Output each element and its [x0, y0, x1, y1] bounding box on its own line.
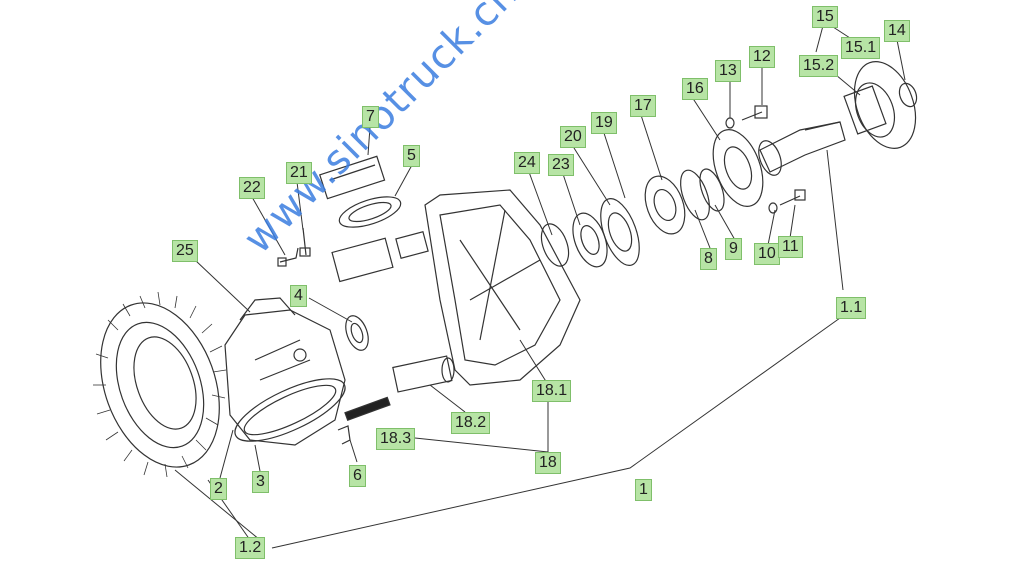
- bearing-8-9: [680, 168, 725, 221]
- callout-4: 4: [290, 285, 307, 307]
- callout-21: 21: [286, 162, 312, 184]
- ring-gear: [93, 291, 227, 478]
- callout-8: 8: [700, 248, 717, 270]
- callout-18: 18: [535, 452, 561, 474]
- bolt-21: [299, 227, 311, 257]
- callout-1: 1: [635, 479, 652, 501]
- callout-20: 20: [560, 126, 586, 148]
- callout-1-2: 1.2: [235, 537, 266, 559]
- gear-7: [319, 155, 386, 200]
- drive-pinion: [758, 121, 846, 176]
- bolt-18-3: [344, 396, 391, 422]
- leader-lines: [174, 21, 906, 549]
- callout-15-1: 15.1: [841, 37, 881, 59]
- callout-25: 25: [172, 240, 198, 262]
- callout-18-3: 18.3: [376, 428, 416, 450]
- callout-18-2: 18.2: [451, 412, 491, 434]
- callout-19: 19: [591, 112, 617, 134]
- callout-22: 22: [239, 177, 265, 199]
- callout-11: 11: [778, 236, 803, 258]
- callout-6: 6: [349, 465, 366, 487]
- carrier-housing: [424, 189, 581, 386]
- nut-14: [898, 82, 918, 108]
- callout-12: 12: [749, 46, 775, 68]
- callout-3: 3: [252, 471, 269, 493]
- callout-15: 15: [812, 6, 838, 28]
- callout-14: 14: [884, 20, 910, 42]
- callout-5: 5: [403, 145, 420, 167]
- differential-case: [224, 297, 346, 446]
- callout-24: 24: [514, 152, 540, 174]
- flange-16: [712, 129, 764, 207]
- callout-7: 7: [362, 106, 379, 128]
- callout-1-1: 1.1: [836, 297, 867, 319]
- callout-15-2: 15.2: [799, 55, 839, 77]
- washer-5: [338, 196, 402, 228]
- bolt-11: [779, 189, 806, 206]
- callout-23: 23: [548, 154, 574, 176]
- bearing-stack: [540, 175, 686, 268]
- bearing-4: [345, 315, 369, 351]
- washer-13: [725, 117, 735, 129]
- callout-18-1: 18.1: [532, 380, 572, 402]
- pin-22: [277, 247, 299, 267]
- callout-17: 17: [630, 95, 656, 117]
- lock-6: [337, 425, 351, 445]
- callout-2: 2: [210, 478, 227, 500]
- callout-9: 9: [725, 238, 742, 260]
- callout-10: 10: [754, 243, 780, 265]
- callout-16: 16: [682, 78, 708, 100]
- output-flange-15: [843, 61, 917, 149]
- washer-10: [768, 202, 778, 214]
- callout-13: 13: [715, 60, 741, 82]
- adjuster-block: [331, 230, 429, 283]
- bolt-12: [741, 105, 768, 121]
- bearing-cap-18-2: [392, 355, 455, 393]
